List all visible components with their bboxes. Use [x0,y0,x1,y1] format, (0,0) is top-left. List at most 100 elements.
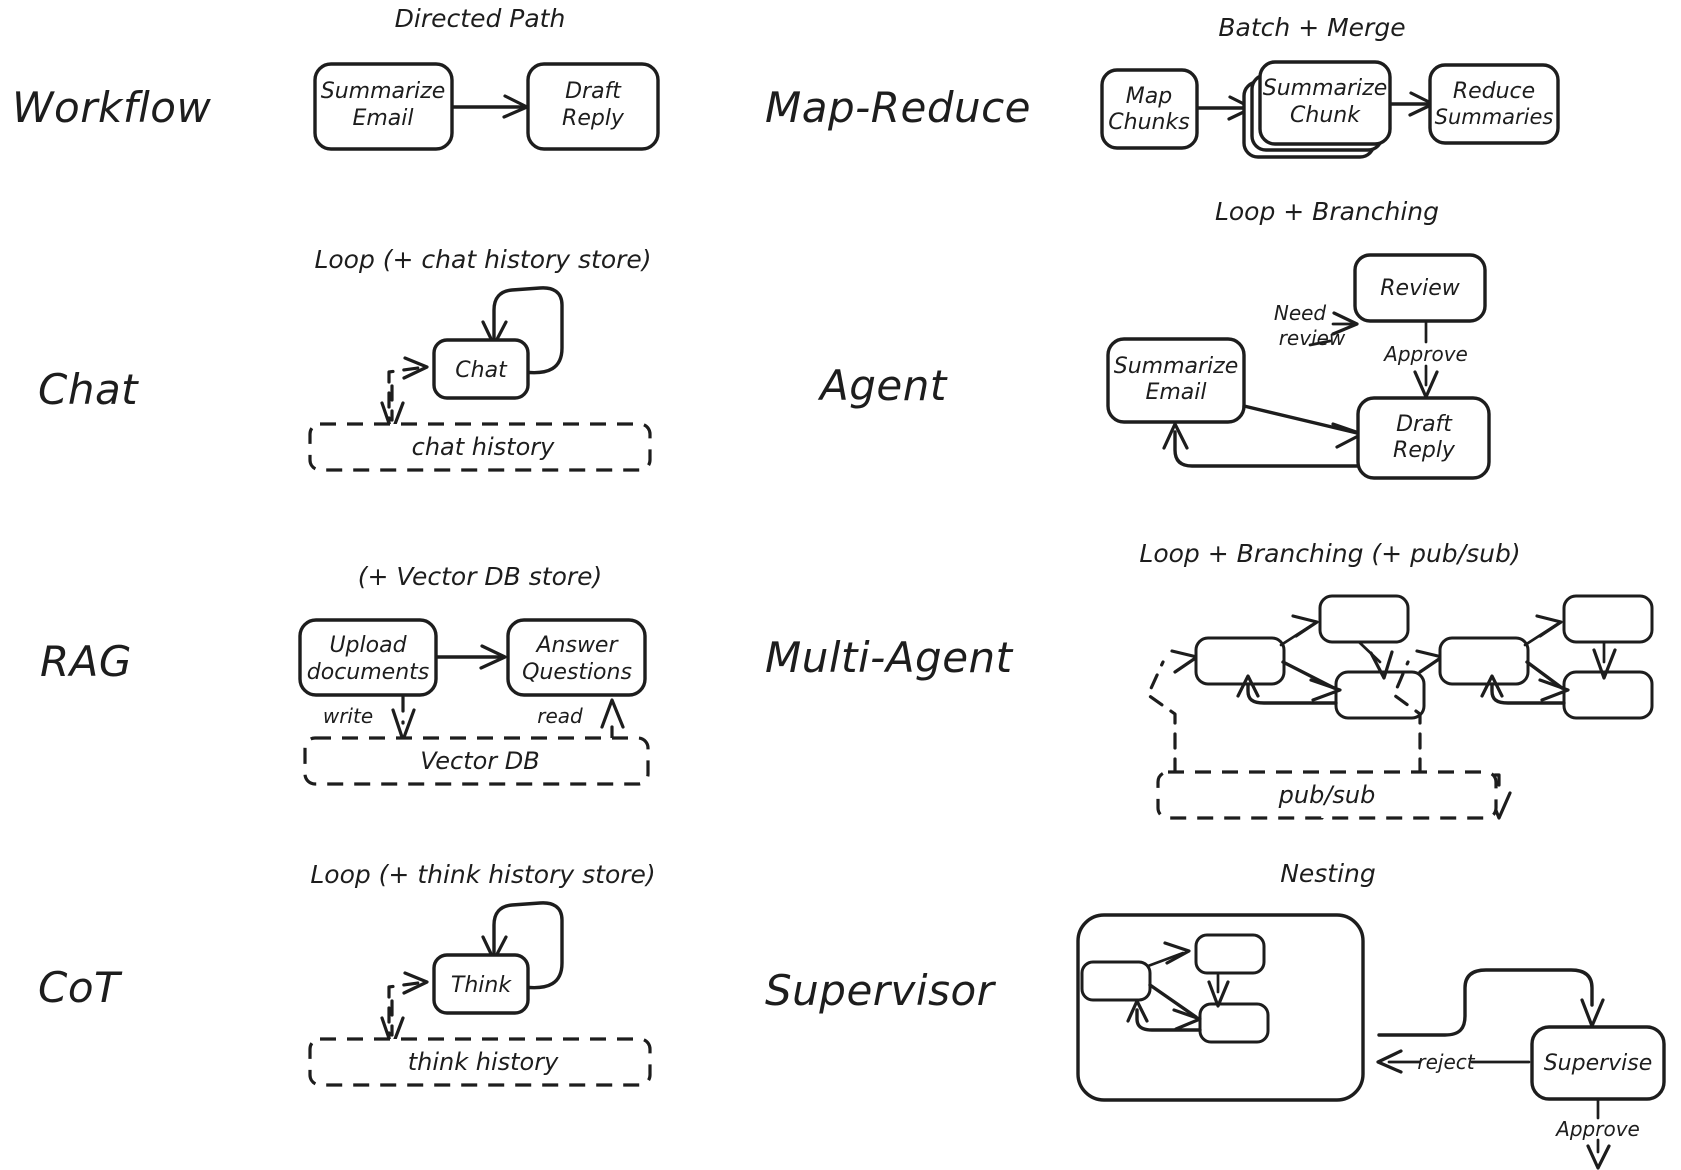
edge-label-write: write [323,704,373,728]
node-agent-draft-reply[interactable]: Draft Reply [1356,396,1491,480]
nested-node-1[interactable] [1080,960,1152,1002]
node-box-shape [1100,68,1199,150]
subagent-a-edge-2-3 [1358,641,1394,680]
node-box-shape [432,338,530,400]
subagent-b [1392,594,1654,820]
nested-node-2[interactable] [1194,933,1266,975]
node-box-shape [526,62,660,151]
edge-label-approve: Approve [1382,342,1468,366]
node-summarize-chunk-stack[interactable]: Summarize Chunk [1242,60,1392,159]
node-label-line2: Questions [522,660,632,685]
subagent-b-node-3[interactable] [1562,670,1654,720]
nested-edge-3-1 [1126,999,1202,1032]
edge-supervisor-approve: Approve [1554,1098,1640,1170]
edge-draft-back-to-summarize [1162,422,1360,468]
node-think[interactable]: Think [432,953,530,1015]
node-label-line2: Email [1145,380,1206,405]
dashed-edge-history-to-think [387,971,429,1049]
subagent-a-node-2[interactable] [1318,594,1410,644]
caption-nesting: Nesting [1280,859,1376,888]
edge-label-read: read [537,704,583,728]
store-think-history[interactable]: think history [308,1037,652,1087]
caption-chat-loop: Loop (+ chat history store) [314,245,651,274]
subagent-b-edge-2-3 [1592,641,1617,680]
edge-container-to-supervise [1377,968,1605,1037]
node-review[interactable]: Review [1353,253,1487,323]
row-multi-agent: Multi-Agent Loop + Branching (+ pub/sub) [765,539,1654,820]
nested-edge-2-3 [1207,973,1230,1008]
subagent-a-edge-1-2 [1279,614,1319,647]
node-answer-questions[interactable]: Answer Questions [506,618,647,697]
node-supervise[interactable]: Supervise [1530,1025,1666,1101]
store-label: chat history [412,433,555,461]
subagent-b-node-2[interactable] [1562,594,1654,644]
row-supervisor: Supervisor Nesting [765,859,1666,1170]
node-reduce-summaries[interactable]: Reduce Summaries [1428,63,1560,145]
store-vector-db[interactable]: Vector DB [303,736,650,786]
edge-summarize-to-draft [1242,404,1364,449]
node-label-line2: Summaries [1435,105,1554,129]
node-box-shape [506,618,647,697]
node-label: Think [451,973,512,998]
row-label-rag: RAG [40,637,132,686]
node-label: Chat [455,358,508,383]
row-cot: CoT Loop (+ think history store) Think [38,860,656,1087]
node-label-line2: Reply [562,106,625,131]
edge-read: read [537,698,625,743]
node-box-shape [1356,396,1491,480]
node-upload-documents[interactable]: Upload documents [298,618,438,697]
row-chat: Chat Loop (+ chat history store) Chat [38,245,652,472]
nested-node-3[interactable] [1198,1002,1270,1044]
store-box-shape [308,422,652,472]
row-label-cot: CoT [38,963,123,1012]
node-summarize-email[interactable]: Summarize Email [313,62,454,151]
subagent-a-node-3[interactable] [1334,670,1426,720]
store-box-shape [303,736,650,786]
caption-cot-loop: Loop (+ think history store) [310,860,655,889]
edge-label-need-review-line2: review [1279,326,1346,350]
store-label: think history [408,1048,559,1076]
store-box-shape [1156,770,1498,820]
row-label-supervisor: Supervisor [765,966,997,1015]
caption-batch-merge: Batch + Merge [1218,13,1405,42]
node-label-line2: Email [352,106,413,131]
caption-agent-loop: Loop + Branching [1215,197,1439,226]
node-chat[interactable]: Chat [432,338,530,400]
node-label-line1: Summarize [321,79,446,104]
store-pub-sub[interactable]: pub/sub [1156,770,1498,820]
row-label-agent: Agent [817,361,948,410]
node-label-line2: documents [307,660,429,685]
edge-label-reject: reject [1417,1050,1475,1074]
caption-directed-path: Directed Path [395,4,566,33]
node-label-line1: Upload [329,633,407,658]
row-label-map-reduce: Map-Reduce [765,83,1031,132]
node-label-line1: Reduce [1453,79,1535,104]
dashed-edge-pubsub-to-a [1146,649,1199,775]
nested-edge-1-2 [1146,941,1191,968]
subagent-b-node-1[interactable] [1438,636,1530,686]
nested-subagent-container[interactable] [1076,913,1365,1102]
node-label-line2: Reply [1393,438,1456,463]
node-box-shape [432,953,530,1015]
row-rag: RAG (+ Vector DB store) Upload documents… [40,562,650,786]
caption-multi-agent-loop: Loop + Branching (+ pub/sub) [1139,539,1520,568]
edge-upload-to-answer [435,644,507,670]
node-draft-reply[interactable]: Draft Reply [526,62,660,151]
node-agent-summarize-email[interactable]: Summarize Email [1106,337,1246,424]
subagent-a-node-1[interactable] [1194,636,1286,686]
node-label-line1: Answer [534,633,619,658]
arrow-summarize-to-draft [451,94,529,119]
row-agent: Agent Loop + Branching Summarize Email N… [817,197,1491,480]
node-label-line1: Draft [1396,412,1453,437]
node-label-line1: Summarize [1114,354,1239,379]
arrow-summarize-to-reduce [1389,91,1435,117]
store-chat-history[interactable]: chat history [308,422,652,472]
node-box-shape [1106,337,1246,424]
store-label: Vector DB [420,747,540,775]
node-map-chunks[interactable]: Map Chunks [1100,68,1199,150]
edge-reject: reject [1376,1049,1531,1074]
node-label-line2: Chunks [1108,110,1189,135]
row-workflow: Workflow Directed Path Summarize Email D… [12,4,660,151]
subagent-b-edge-1-2 [1523,614,1563,647]
